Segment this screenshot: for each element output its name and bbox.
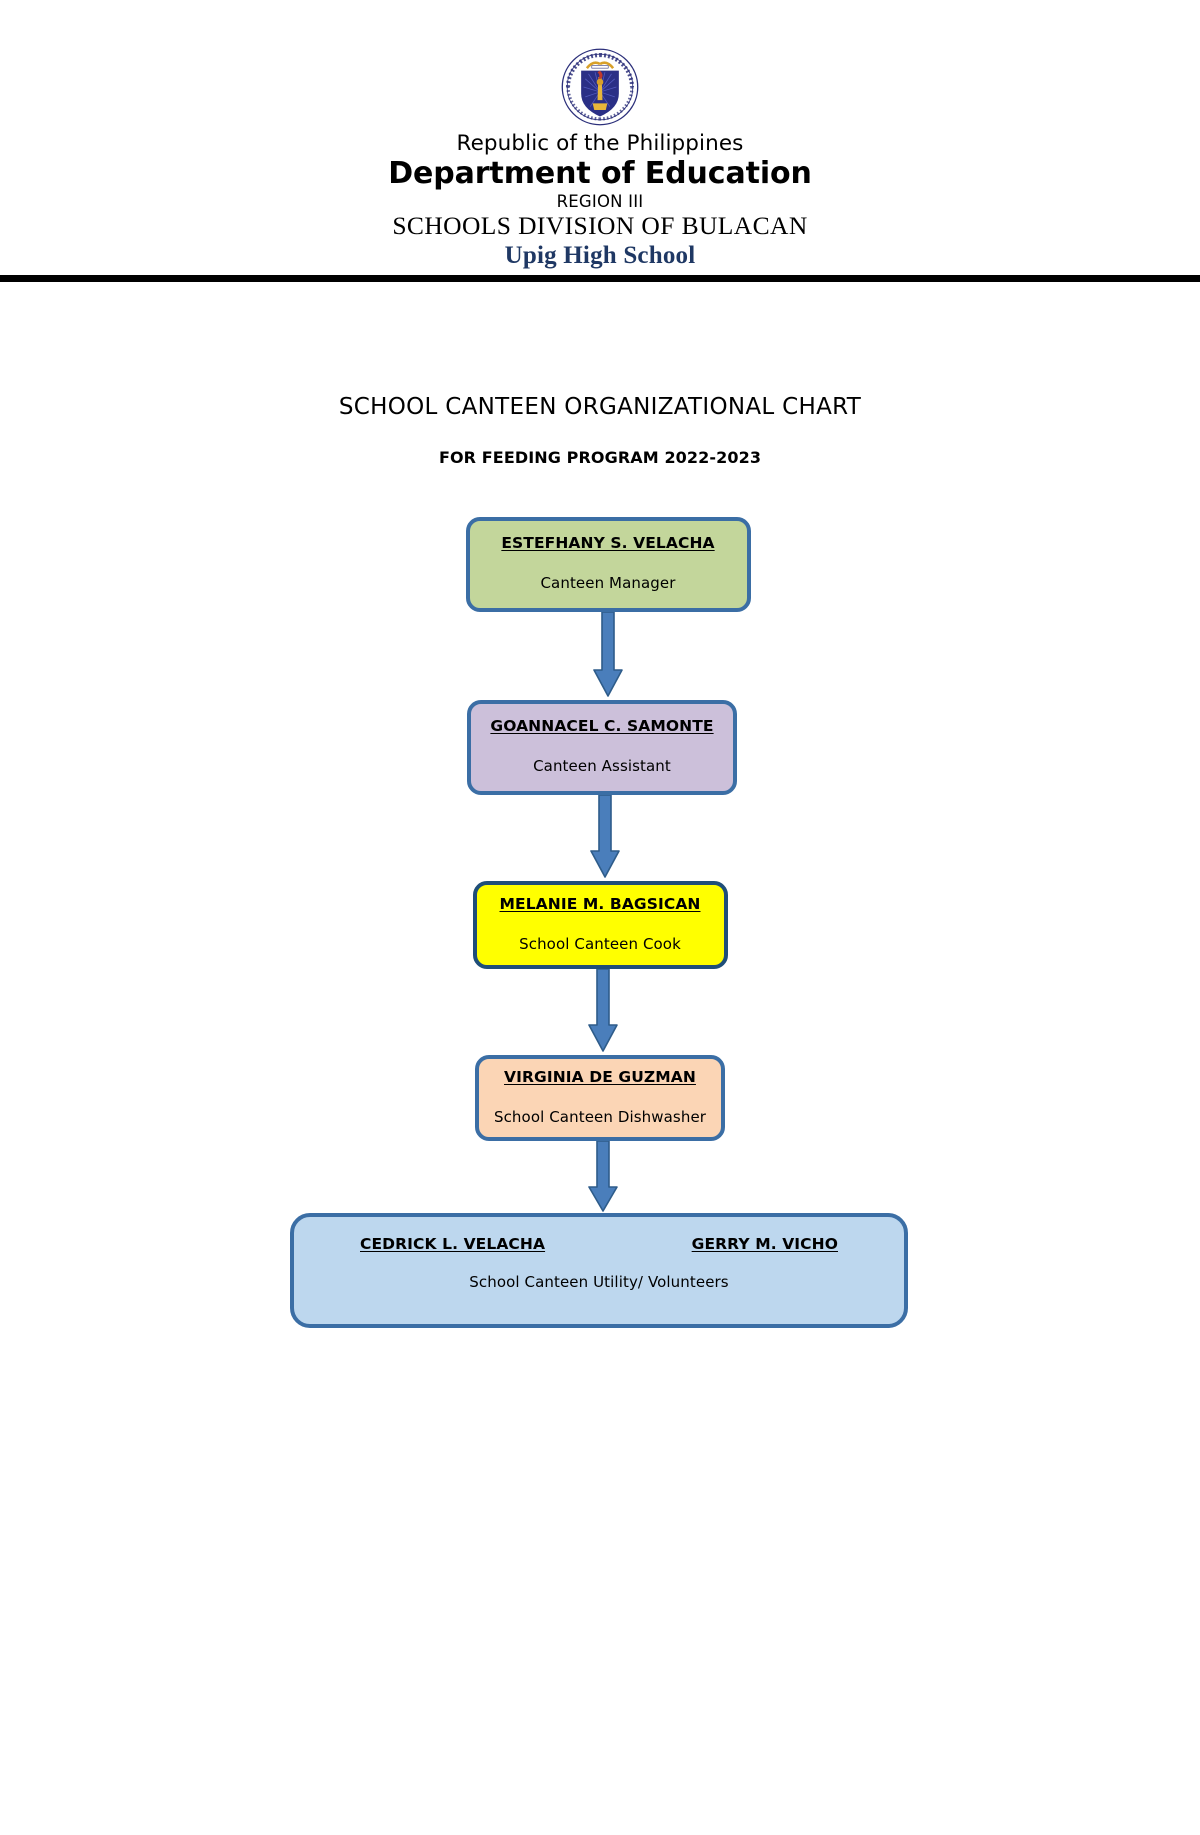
org-node-name: GOANNACEL C. SAMONTE bbox=[490, 717, 714, 736]
org-row-4: VIRGINIA DE GUZMAN School Canteen Dishwa… bbox=[0, 1054, 1200, 1141]
org-row-3: MELANIE M. BAGSICAN School Canteen Cook bbox=[0, 880, 1200, 969]
org-node-manager[interactable]: ESTEFHANY S. VELACHA Canteen Manager bbox=[465, 516, 751, 612]
org-node-name: ESTEFHANY S. VELACHA bbox=[501, 534, 715, 553]
republic-line: Republic of the Philippines bbox=[456, 131, 744, 156]
org-node-name-pair: CEDRICK L. VELACHA GERRY M. VICHO bbox=[324, 1235, 874, 1253]
down-arrow-icon bbox=[588, 1140, 618, 1212]
down-arrow-icon bbox=[590, 794, 620, 878]
org-node-role: School Canteen Cook bbox=[519, 934, 681, 953]
org-node-assistant[interactable]: GOANNACEL C. SAMONTE Canteen Assistant bbox=[467, 699, 737, 795]
org-row-5: CEDRICK L. VELACHA GERRY M. VICHO School… bbox=[0, 1212, 1200, 1328]
org-chart: ESTEFHANY S. VELACHA Canteen Manager GOA… bbox=[0, 516, 1200, 1328]
org-node-role: School Canteen Dishwasher bbox=[493, 1107, 707, 1126]
department-title: Department of Education bbox=[388, 156, 812, 192]
org-node-name-right: GERRY M. VICHO bbox=[691, 1234, 838, 1253]
org-node-role: Canteen Manager bbox=[540, 574, 676, 593]
org-node-utility[interactable]: CEDRICK L. VELACHA GERRY M. VICHO School… bbox=[290, 1212, 908, 1328]
org-node-name: MELANIE M. BAGSICAN bbox=[499, 894, 701, 913]
school-name: Upig High School bbox=[504, 241, 696, 269]
division-line: SCHOOLS DIVISION OF BULACAN bbox=[392, 211, 808, 241]
down-arrow-icon bbox=[593, 611, 623, 697]
org-edge-dishwasher-utility bbox=[3, 1140, 1200, 1213]
deped-seal-wrap bbox=[0, 46, 1200, 128]
region-line: REGION III bbox=[556, 191, 644, 211]
org-node-name: VIRGINIA DE GUZMAN bbox=[504, 1067, 696, 1086]
chart-title: SCHOOL CANTEEN ORGANIZATIONAL CHART bbox=[338, 393, 862, 420]
org-node-name-left: CEDRICK L. VELACHA bbox=[360, 1234, 546, 1253]
chart-heading-block: SCHOOL CANTEEN ORGANIZATIONAL CHART FOR … bbox=[0, 394, 1200, 467]
org-edge-assistant-cook bbox=[5, 794, 1200, 881]
org-row-1: ESTEFHANY S. VELACHA Canteen Manager bbox=[0, 516, 1200, 612]
chart-subtitle: FOR FEEDING PROGRAM 2022-2023 bbox=[438, 447, 762, 467]
org-edge-manager-assistant bbox=[8, 611, 1200, 700]
letterhead: Republic of the Philippines Department o… bbox=[0, 0, 1200, 270]
org-edge-cook-dishwasher bbox=[3, 968, 1200, 1055]
header-divider bbox=[0, 274, 1200, 282]
org-row-2: GOANNACEL C. SAMONTE Canteen Assistant bbox=[0, 699, 1200, 795]
org-node-dishwasher[interactable]: VIRGINIA DE GUZMAN School Canteen Dishwa… bbox=[475, 1054, 725, 1141]
deped-seal-icon bbox=[561, 48, 639, 126]
org-node-role: School Canteen Utility/ Volunteers bbox=[469, 1272, 729, 1291]
org-node-role: Canteen Assistant bbox=[533, 757, 671, 776]
org-node-cook[interactable]: MELANIE M. BAGSICAN School Canteen Cook bbox=[472, 880, 728, 969]
down-arrow-icon bbox=[588, 968, 618, 1052]
